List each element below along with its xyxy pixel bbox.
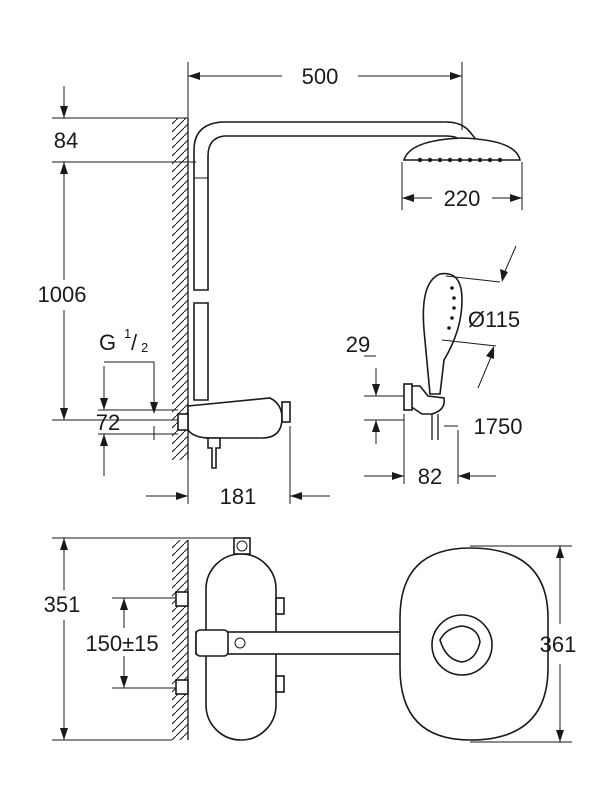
dim-head-height: 361 (540, 632, 577, 657)
top-cap (233, 537, 251, 555)
holder-wall-plate (403, 383, 413, 411)
thermostat-knob (281, 401, 291, 423)
dim-hand-shower-diameter: Ø115 (468, 307, 520, 332)
dim-column-height: 1006 (38, 282, 87, 307)
dim-head-diameter: 220 (444, 186, 481, 211)
thread-label: G (99, 330, 116, 355)
dim-thermostat-height: 351 (44, 592, 81, 617)
dim-inlet-height: 72 (96, 410, 120, 435)
shower-head (402, 137, 521, 161)
hand-shower-nozzles (447, 286, 456, 330)
shower-head-nozzles (417, 157, 503, 163)
dim-thermostat-depth: 181 (220, 484, 257, 509)
dim-ceiling-offset: 84 (54, 128, 78, 153)
wall-hatching-bottom (172, 540, 188, 740)
thermostat-body (187, 397, 283, 439)
outlet-spout (207, 437, 221, 469)
dim-holder-depth: 82 (418, 464, 442, 489)
hand-shower (422, 272, 463, 395)
dim-inlet-spacing: 150±15 (85, 631, 158, 656)
wall-hatching-top (172, 118, 188, 460)
front-elevation: 351 150±15 361 (44, 537, 577, 743)
hand-shower-holder (409, 385, 446, 415)
dim-holder-offset: 29 (346, 332, 370, 357)
thread-size-numerator: 1 (124, 326, 131, 341)
inlet-connector (177, 413, 189, 431)
thread-fraction-slash: / (131, 330, 138, 355)
shower-column-lower (193, 302, 209, 401)
dim-hose-length: 1750 (474, 414, 523, 439)
side-elevation: 500 84 1006 220 Ø115 (38, 62, 523, 509)
dim-arm-length: 500 (302, 64, 339, 89)
thread-size-denominator: 2 (141, 340, 148, 355)
